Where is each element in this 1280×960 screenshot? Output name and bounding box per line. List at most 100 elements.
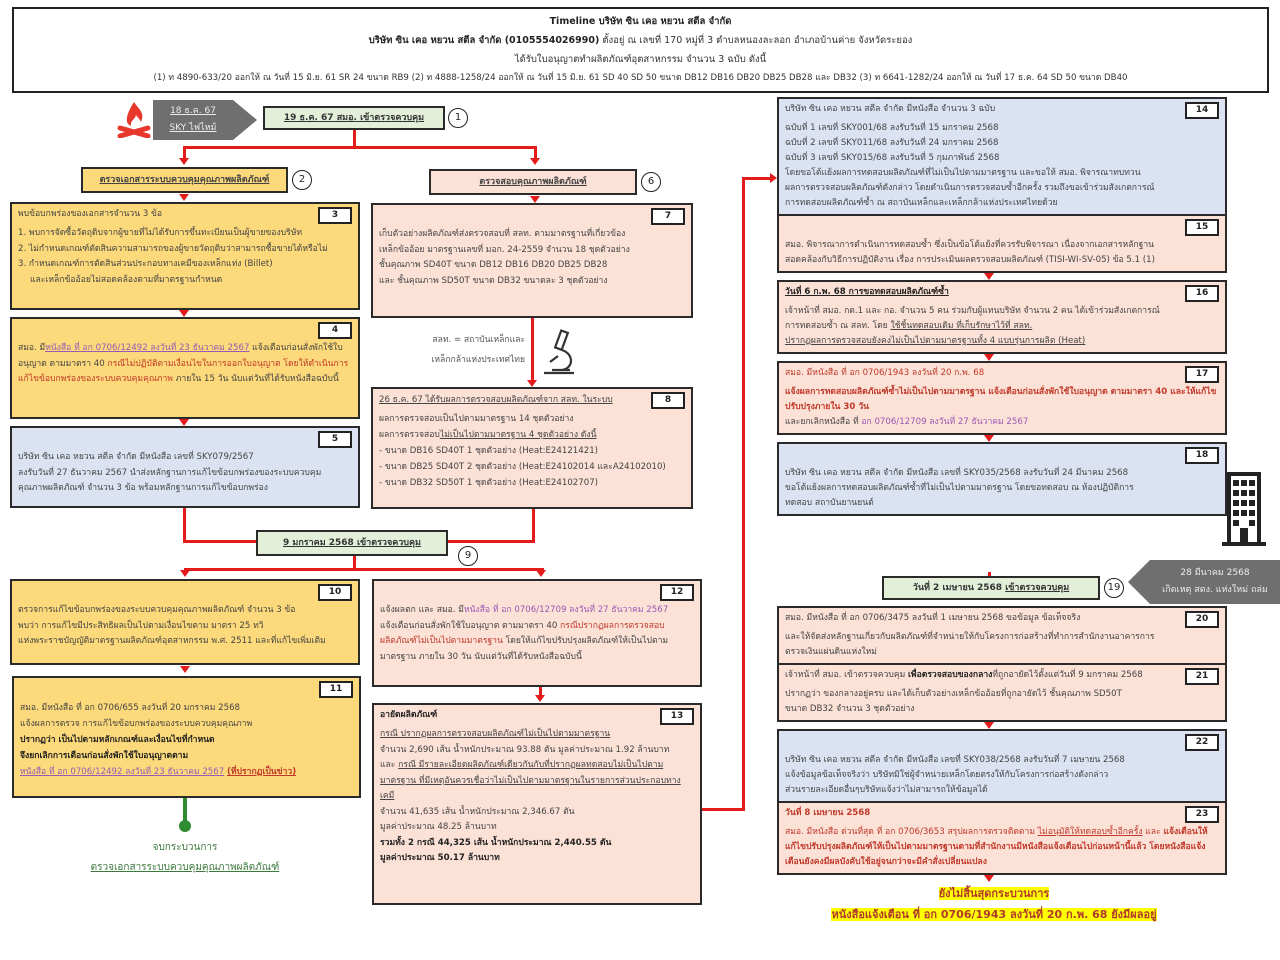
step-23-not-approved: ไม่อนุมัติให้ทดสอบซ้ำอีกครั้ง — [1037, 827, 1143, 837]
step-4-condition: กรณีไม่ปฏิบัติตามเงื่อนไขในการออกใบอนุญา… — [18, 358, 349, 385]
step-14-number: 14 — [1185, 102, 1219, 119]
step-17-cancel-text: และยกเลิกหนังสือ ที่ — [785, 417, 862, 427]
arrow-head — [180, 570, 190, 577]
step-14-line: บริษัท ซิน เคอ หยวน สตีล จำกัด มีหนังสือ… — [785, 104, 996, 114]
step-21-text-a: เจ้าหน้าที่ สมอ. เข้าตรวจควบคุม — [785, 670, 908, 680]
step-23-text-a: สมอ. มีหนังสือ ด่วนที่สุด ที่ อก 0706/36… — [785, 827, 1038, 837]
step-1-number: 1 — [448, 108, 468, 128]
connector — [532, 509, 535, 543]
step-3-line: 1. พบการจัดซื้อวัตถุดิบจากผู้ขายที่ไม่ได… — [18, 228, 303, 238]
arrow-head — [984, 354, 994, 361]
connector — [353, 130, 356, 146]
step-2-text: ตรวจเอกสารระบบควบคุมคุณภาพผลิตภัณฑ์ — [99, 175, 270, 185]
fire-tag-pointer — [233, 100, 257, 140]
arrow-head — [179, 158, 189, 165]
header-company: บริษัท ซิน เคอ หยวน สตีล จำกัด (01055540… — [14, 31, 1267, 50]
arrow-head — [984, 273, 994, 280]
lab-note: สลท. = สถาบันเหล็กและ เหล็กกล้าแห่งประเท… — [395, 330, 525, 370]
step-11-letter-link[interactable]: หนังสือ ที่ อก 0706/12492 ลงวันที่ 23 ธั… — [20, 767, 225, 777]
step-11-news-link[interactable]: (ที่ปรากฏเป็นข่าว) — [226, 767, 297, 777]
header-title: Timeline บริษัท ซิน เคอ หยวน สตีล จำกัด — [549, 16, 732, 27]
step-1-box: 19 ธ.ค. 67 สมอ. เข้าตรวจควบคุม — [263, 106, 445, 130]
step-13-case2-value: มูลค่าประมาณ 48.25 ล้านบาท — [380, 822, 497, 832]
building-icon — [1222, 472, 1266, 546]
end-process-1-line: จบกระบวนการ — [152, 842, 218, 853]
step-6-text: ตรวจสอบคุณภาพผลิตภัณฑ์ — [479, 177, 587, 187]
lab-note-line: สลท. = สถาบันเหล็กและ — [432, 335, 525, 345]
connector — [184, 568, 544, 571]
collapse-event-tag: 28 มีนาคม 2568 เกิดเหตุ สตง. แห่งใหม่ ถล… — [1150, 560, 1280, 604]
step-8-fail-b: ไม่เป็นไปตามมาตรฐาน 4 ชุดตัวอย่าง ดังนี้ — [439, 430, 597, 440]
step-12-condition: กรณีปรากฏผลการตรวจสอบผลิตภัณฑ์ไม่เป็นไปต… — [380, 620, 665, 647]
step-21-purpose: เพื่อตรวจสอบของกลาง — [907, 670, 993, 680]
microscope-icon — [544, 329, 574, 375]
step-16-title: วันที่ 6 ก.พ. 68 การขอทดสอบผลิตภัณฑ์ซ้ำ — [785, 287, 949, 297]
end-process-2-note: หนังสือแจ้งเตือน ที่ อก 0706/1943 ลงวันท… — [831, 908, 1157, 921]
step-7-box: 7 เก็บตัวอย่างผลิตภัณฑ์ส่งตรวจสอบที่ สลท… — [371, 203, 693, 318]
step-8-number: 8 — [651, 392, 685, 409]
step-15-number: 15 — [1185, 219, 1219, 236]
step-11-box: 11 สมอ. มีหนังสือ ที่ อก 0706/655 ลงวันท… — [12, 676, 361, 798]
step-4-text-e: ภายใน 15 วัน นับแต่วันที่ได้รับหนังสือฉบ… — [172, 374, 339, 384]
step-13-case1: กรณี ปรากฏผลการตรวจสอบผลิตภัณฑ์ไม่เป็นไป… — [380, 729, 611, 739]
step-23-text-c: และ — [1145, 827, 1164, 837]
step-17-box: 17 สมอ. มีหนังสือ ที่ อก 0706/1943 ลงวัน… — [777, 361, 1227, 435]
step-10-number: 10 — [318, 584, 352, 601]
step-4-letter-ref: หนังสือ ที่ อก 0706/12492 ลงวันที่ 23 ธั… — [45, 343, 250, 353]
step-10-line: พบว่า การแก้ไขมีประสิทธิผลเป็นไปตามเงื่อ… — [18, 620, 264, 631]
step-21-number: 21 — [1185, 668, 1219, 685]
connector — [539, 687, 542, 696]
step-21-box: 21 เจ้าหน้าที่ สมอ. เข้าตรวจควบคุม เพื่อ… — [777, 663, 1227, 722]
arrow-head — [530, 196, 540, 203]
step-12-text-a: แจ้งผลตก และ สมอ. มี — [380, 605, 464, 615]
arrow-head — [179, 194, 189, 201]
step-18-line: ขอโต้แย้งผลการทดสอบผลิตภัณฑ์ซ้ำที่ไม่เป็… — [785, 483, 1134, 493]
step-13-case2-text: กรณี มีรายละเอียดผลิตภัณฑ์เดียวกันกับที่… — [380, 760, 681, 801]
step-14-line: ผลการตรวจสอบผลิตภัณฑ์ดังกล่าว โดยดำเนินก… — [785, 183, 1155, 193]
step-2-number: 2 — [292, 170, 312, 190]
step-14-line: ฉบับที่ 3 เลขที่ SKY015/68 ลงรับวันที่ 5… — [785, 153, 1000, 163]
step-19-number: 19 — [1104, 578, 1124, 598]
step-4-text-c: แจ้งเตือนก่อนสั่งพักใช้ใบอนุญาต ตามมาตรา… — [18, 343, 343, 369]
step-16-text: การทดสอบซ้ำ ณ สลท. โดย — [785, 321, 891, 331]
step-7-line: ชั้นคุณภาพ SD40T ขนาด DB12 DB16 DB20 DB2… — [379, 260, 608, 270]
connector — [534, 146, 537, 160]
step-9-box: 9 มกราคม 2568 เข้าตรวจควบคุม — [256, 530, 448, 556]
step-5-line: บริษัท ซิน เคอ หยวน สตีล จำกัด มีหนังสือ… — [18, 452, 254, 462]
step-11-result: ปรากฏว่า เป็นไปตามหลักเกณฑ์และเงื่อนไขที… — [20, 735, 215, 745]
connector — [353, 556, 356, 569]
arrow-head — [984, 435, 994, 442]
step-7-line: และ ชั้นคุณภาพ SD50T ขนาด DB32 ขนาดละ 3 … — [379, 275, 608, 286]
header-panel: Timeline บริษัท ซิน เคอ หยวน สตีล จำกัด … — [12, 7, 1269, 93]
arrow-gap — [777, 722, 1211, 729]
step-16-sample-note: ใช้ชิ้นทดสอบเดิม ที่เก็บรักษาไว้ที่ สลท. — [890, 321, 1033, 331]
step-7-number: 7 — [651, 208, 685, 225]
step-20-box: 20 สมอ. มีหนังสือ ที่ อก 0706/3475 ลงวัน… — [777, 606, 1227, 665]
step-23-box: 23 วันที่ 8 เมษายน 2568 สมอ. มีหนังสือ ด… — [777, 801, 1227, 875]
connector — [183, 146, 537, 149]
step-13-case2-value: จำนวน 41,635 เส้น น้ำหนักประมาณ 2,346.67… — [380, 806, 575, 817]
arrow-head — [180, 666, 190, 673]
connector — [988, 572, 991, 576]
step-18-line: บริษัท ซิน เคอ หยวน สตีล จำกัด มีหนังสือ… — [785, 468, 1129, 478]
connector — [531, 318, 534, 380]
step-19-box: วันที่ 2 เมษายน 2568 เข้าตรวจควบคุม — [882, 576, 1100, 600]
step-12-box: 12 แจ้งผลตก และ สมอ. มีหนังสือ ที่ อก 07… — [372, 579, 702, 687]
step-20-line: ตรวจเงินแผ่นดินแห่งใหม่ — [785, 647, 877, 657]
step-7-line: เก็บตัวอย่างผลิตภัณฑ์ส่งตรวจสอบที่ สลท. … — [379, 229, 626, 239]
step-12-text-e: โดยให้แก้ไขปรับปรุงผลิตภัณฑ์ให้เป็นไปตาม… — [380, 636, 669, 662]
step-15-line: สอดคล้องกับวิธีการปฏิบัติงาน เรื่อง การป… — [785, 255, 1155, 265]
step-22-line: แจ้งข้อมูลข้อเท็จจริงว่า บริษัทมิใช่ผู้จ… — [785, 770, 1109, 780]
step-11-cancel: จึงยกเลิกการเตือนก่อนสั่งพักใช้ใบอนุญาตต… — [20, 751, 189, 761]
step-14-line: โดยขอโต้แย้งผลการทดสอบผลิตภัณฑ์ที่ไม่เป็… — [785, 168, 1141, 178]
step-9-text: 9 มกราคม 2568 เข้าตรวจควบคุม — [283, 538, 421, 548]
arrow-gap — [777, 875, 1211, 882]
step-21-line: ขนาด DB32 จำนวน 3 ชุดตัวอย่าง — [785, 704, 915, 714]
connector — [742, 177, 745, 811]
connector — [702, 808, 745, 811]
fire-icon — [117, 102, 151, 138]
step-15-box: 15 สมอ. พิจารณาการดำเนินการทดสอบซ้ำ ซึ่ง… — [777, 214, 1227, 273]
step-16-result: ปรากฏผลการตรวจสอบยังคงไม่เป็นไปตามมาตรฐา… — [785, 336, 1086, 346]
step-13-title: อายัดผลิตภัณฑ์ — [380, 710, 438, 720]
header-company-name: บริษัท ซิน เคอ หยวน สตีล จำกัด (01055540… — [368, 35, 600, 46]
